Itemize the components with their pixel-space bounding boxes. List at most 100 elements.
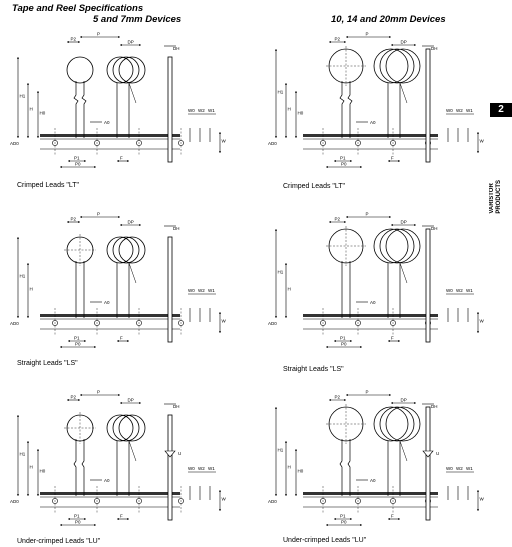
arrow-head [219,151,221,153]
label-a0: A0 [370,478,376,483]
arrow-head [219,490,221,492]
label-w1: W1 [208,466,215,471]
arrow-head [391,44,393,46]
arrow-head [84,518,86,520]
varistor-disc-offset [112,56,140,84]
label-p: P [97,390,100,395]
label-ad0: AD0 [268,141,277,146]
arrow-head [329,221,331,223]
label-w2: W2 [456,466,463,471]
arrow-head [219,312,221,314]
varistor-disc-offset [379,48,415,84]
lead-wire [128,440,137,462]
arrow-head [329,41,331,43]
lead-kink [164,450,176,458]
label-h0: H0 [298,111,304,116]
label-w1: W1 [208,108,215,113]
varistor-disc-offset [373,228,409,264]
label-dp: DP [128,220,134,225]
lead-wire [399,82,408,104]
arrow-head [285,136,287,138]
label-w2: W2 [456,288,463,293]
arrow-head [275,229,277,231]
label-w0: W0 [446,466,453,471]
arrow-head [414,224,416,226]
arrow-head [285,494,287,496]
arrow-head [60,346,62,348]
arrow-head [388,160,390,162]
caption-right-straight: Straight Leads "LS" [283,366,344,373]
arrow-head [94,346,96,348]
carrier-tape [303,134,438,137]
label-w: W [480,497,485,502]
arrow-head [398,160,400,162]
arrow-head [17,316,19,318]
caption-left-crimped: Crimped Leads "LT" [17,182,80,189]
label-h: H [30,287,33,292]
label-p1: P1 [340,156,346,161]
label-p2: P2 [335,37,341,42]
arrow-head [219,509,221,511]
label-w0: W0 [446,288,453,293]
label-f: F [391,514,394,519]
label-w: W [222,319,227,324]
arrow-head [27,136,29,138]
carrier-tape [40,492,180,495]
varistor-disc-offset [379,228,415,264]
arrow-head [219,331,221,333]
side-profile [167,56,173,163]
label-dh: DH [431,404,438,409]
label-h0: H0 [40,111,46,116]
label-p1: P1 [74,156,80,161]
arrow-head [120,224,122,226]
label-dh: DH [173,46,180,51]
label-u: U [436,451,439,456]
label-dh: DH [173,226,180,231]
lead-wire [339,439,343,496]
arrow-head [120,44,122,46]
label-h1: H1 [20,274,26,279]
carrier-tape [40,314,180,317]
arrow-head [285,83,287,85]
arrow-head [94,524,96,526]
label-p1: P1 [74,514,80,519]
arrow-head [295,449,297,451]
varistor-disc-offset [385,406,421,442]
arrow-head [414,44,416,46]
carrier-tape [303,314,438,317]
label-w2: W2 [198,108,205,113]
arrow-head [391,402,393,404]
label-w: W [222,139,227,144]
label-ad0: AD0 [268,321,277,326]
arrow-head [346,36,348,38]
arrow-head [27,494,29,496]
arrow-head [68,340,70,342]
varistor-disc-offset [112,236,140,264]
arrow-head [326,346,328,348]
arrow-head [27,263,29,265]
arrow-head [477,490,479,492]
varistor-disc-offset [106,414,134,442]
arrow-head [350,518,352,520]
varistor-disc-offset [385,48,421,84]
varistor-disc-offset [118,56,146,84]
arrow-head [17,494,19,496]
arrow-head [118,394,120,396]
caption-left-straight: Straight Leads "LS" [17,360,78,367]
label-p: P [97,32,100,37]
arrow-head [120,402,122,404]
arrow-head [219,132,221,134]
arrow-head [68,518,70,520]
label-p0: P0 [341,342,347,347]
arrow-head [350,160,352,162]
varistor-disc-offset [112,414,140,442]
arrow-head [477,312,479,314]
arrow-head [80,216,82,218]
label-p1: P1 [74,336,80,341]
arrow-head [118,36,120,38]
page-title: Tape and Reel Specifications [12,3,144,14]
label-h: H [288,107,291,112]
label-p0: P0 [341,520,347,525]
